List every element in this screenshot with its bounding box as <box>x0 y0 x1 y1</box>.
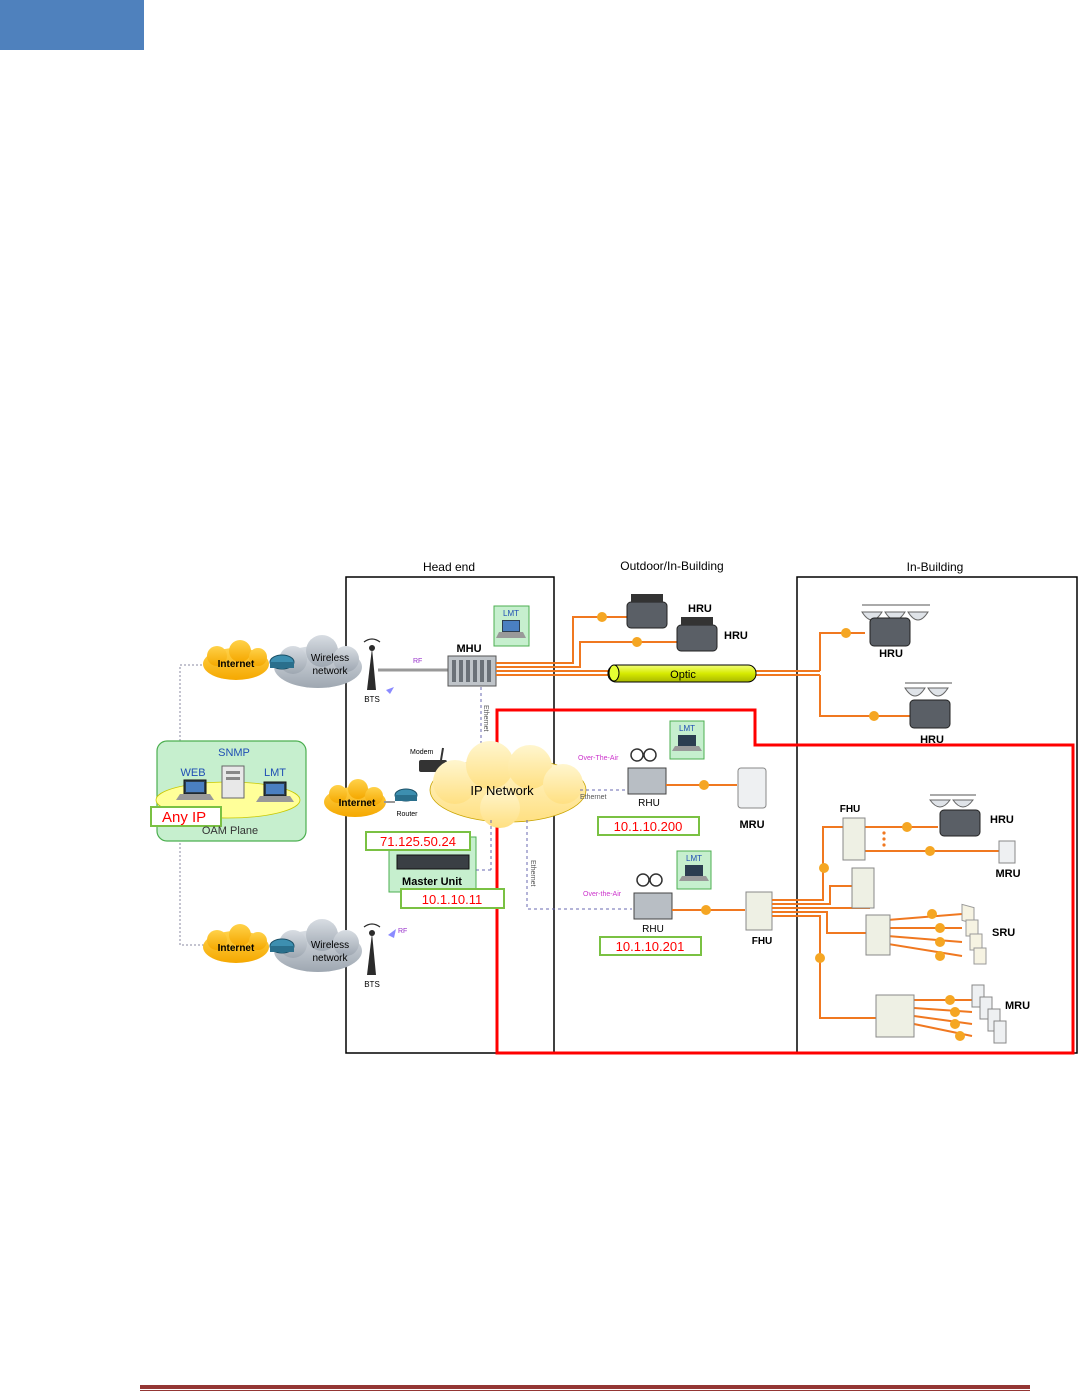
fhu-sub-1-icon <box>842 817 866 861</box>
hru-label-3: HRU <box>879 648 903 660</box>
mru-label-2: MRU <box>995 868 1020 880</box>
over-the-air-label-2: Over-the-Air <box>583 891 622 898</box>
signal-arrow-bottom <box>388 929 396 938</box>
router-label: Router <box>396 811 418 818</box>
mru-device-1-icon <box>737 767 767 809</box>
hru-label-1: HRU <box>688 603 712 615</box>
master-unit-icon <box>396 854 470 870</box>
rhu-label-2: RHU <box>642 924 664 935</box>
lmt-laptop-top-icon <box>496 620 526 638</box>
bts-tower-top-icon <box>363 638 381 690</box>
internet-cloud-top <box>203 640 269 680</box>
hru-label-5: HRU <box>990 814 1014 826</box>
master-unit-label: Master Unit <box>402 876 462 888</box>
ip-network-label: IP Network <box>470 783 534 798</box>
sru-devices-icon <box>961 903 987 965</box>
optic-cable <box>607 664 757 683</box>
ip-master-public-box <box>365 831 471 851</box>
ip-rhu2-label: 10.1.10.201 <box>616 939 685 954</box>
ip-master-public-label: 71.125.50.24 <box>380 834 456 849</box>
lmt-label-top: LMT <box>503 609 519 618</box>
fiber-connectors <box>815 822 965 1041</box>
in-building-label: In-Building <box>907 560 964 574</box>
lmt-laptop-rhu2-icon <box>679 865 709 881</box>
rhu-device-2-icon <box>633 873 673 920</box>
optic-label: Optic <box>670 669 696 681</box>
fhu-label-central: FHU <box>752 936 773 947</box>
fhu-sub-4-icon <box>875 994 915 1038</box>
oam-lmt-laptop-icon <box>256 781 294 802</box>
hru-device-1-icon <box>626 594 668 629</box>
wireless-label-bottom-1: Wireless <box>311 940 349 951</box>
internet-cloud-middle <box>324 779 386 817</box>
rf-label-bottom: RF <box>398 928 407 935</box>
highlight-region <box>495 708 1075 1055</box>
oam-plane-label: OAM Plane <box>202 825 258 837</box>
rf-label-top: RF <box>413 658 422 665</box>
bts-label-top: BTS <box>364 695 380 704</box>
in-building-frame <box>796 576 1078 1054</box>
footer-rule-thin <box>140 1390 1030 1391</box>
fiber-tree <box>772 826 1000 1037</box>
modem-label: Modem <box>410 749 434 756</box>
lmt-laptop-rhu1-icon <box>672 735 702 751</box>
hru-label-4: HRU <box>920 734 944 746</box>
any-ip-box <box>150 806 222 827</box>
outdoor-label: Outdoor/In-Building <box>620 559 723 573</box>
wireless-label-top-1: Wireless <box>311 653 349 664</box>
router-icon-top <box>269 654 295 670</box>
over-the-air-label-1: Over-The-Air <box>578 755 619 762</box>
wireless-label-top-2: network <box>312 666 348 677</box>
rhu-label-1: RHU <box>638 798 660 809</box>
hru-label-2: HRU <box>724 630 748 642</box>
any-ip-label: Any IP <box>162 809 206 826</box>
fhu-central-icon <box>745 891 773 931</box>
ip-rhu2-box <box>599 936 702 956</box>
ip-rhu1-label: 10.1.10.200 <box>614 819 683 834</box>
hru-device-4-icon <box>904 682 952 729</box>
oam-lmt-label: LMT <box>264 767 286 779</box>
signal-arrow-top <box>386 687 394 694</box>
sru-label: SRU <box>992 927 1015 939</box>
internet-label-top: Internet <box>218 659 255 670</box>
ip-master-box <box>400 888 505 909</box>
web-laptop-icon <box>176 779 214 800</box>
mru-device-2-icon <box>998 840 1016 864</box>
footer-rule <box>140 1385 1030 1389</box>
rhu-device-1-icon <box>627 748 667 795</box>
web-label: WEB <box>180 767 205 779</box>
ethernet-link-rhu2 <box>526 820 632 910</box>
head-end-label: Head end <box>423 560 475 574</box>
hru-device-5-icon <box>929 794 981 837</box>
ethernet-label-rhu2: Ethernet <box>529 860 536 887</box>
lmt-label-rhu1: LMT <box>679 724 695 733</box>
fhu-sub-3-icon <box>865 914 891 956</box>
hru-device-2-icon <box>676 617 718 652</box>
server-icon <box>221 765 245 799</box>
mhu-label: MHU <box>456 643 481 655</box>
ethernet-label-rhu1: Ethernet <box>580 794 607 801</box>
hru-device-3-icon <box>861 604 930 647</box>
internet-label-middle: Internet <box>339 798 376 809</box>
internet-cloud-bottom <box>203 924 269 963</box>
bts-label-bottom: BTS <box>364 980 380 989</box>
ip-network-cloud <box>429 741 587 828</box>
header-corner-tab <box>0 0 144 50</box>
fhu-label-sub: FHU <box>840 804 861 815</box>
snmp-label: SNMP <box>218 747 250 759</box>
bts-tower-bottom-icon <box>363 923 381 975</box>
ip-master-label: 10.1.10.11 <box>422 892 482 907</box>
mru-label-1: MRU <box>739 819 764 831</box>
internet-label-bottom: Internet <box>218 943 255 954</box>
mru-label-3: MRU <box>1005 1000 1030 1012</box>
lmt-label-rhu2: LMT <box>686 854 702 863</box>
fhu-sub-2-icon <box>851 867 875 909</box>
mru-devices-icon <box>971 984 1007 1044</box>
ethernet-label-mhu: Ethernet <box>482 705 489 732</box>
wireless-label-bottom-2: network <box>312 953 348 964</box>
router-icon-bottom <box>269 938 295 954</box>
ip-rhu1-box <box>597 816 700 836</box>
router-icon-middle <box>394 788 418 802</box>
